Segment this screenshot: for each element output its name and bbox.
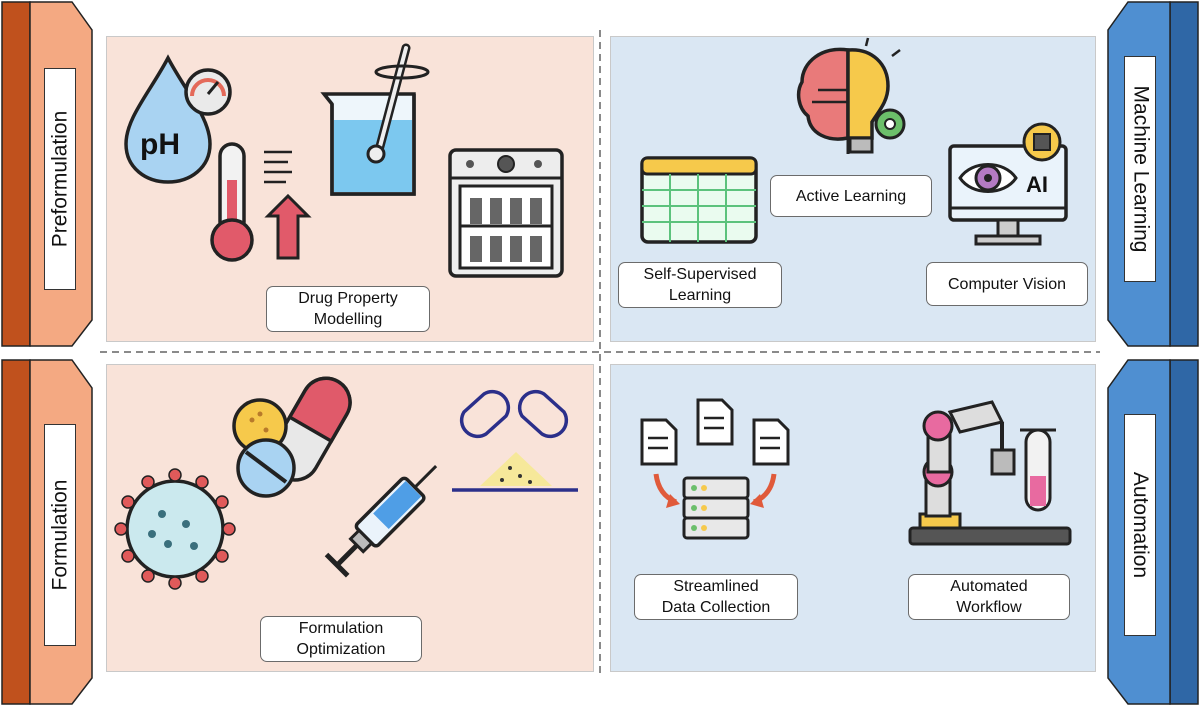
automation-label-box: Automation [1124, 414, 1156, 636]
pills-capsule-icon [232, 376, 352, 498]
thermometer-icon [210, 142, 312, 262]
formulation-label-box: Formulation [44, 424, 76, 646]
spreadsheet-icon [640, 156, 758, 244]
powder-icon [452, 389, 578, 492]
incubator-icon [448, 148, 564, 278]
robot-arm-icon [908, 400, 1072, 546]
ai-text: AI [1026, 172, 1048, 197]
data-server-icon [640, 398, 790, 540]
syringe-icon [324, 465, 438, 578]
computer-vision-label: Computer Vision [926, 262, 1088, 306]
active-learning-label: Active Learning [770, 175, 932, 217]
ph-drop-icon: pH [124, 54, 232, 184]
ph-text: pH [140, 128, 180, 161]
brain-bulb-icon [796, 37, 906, 154]
preformulation-label-box: Preformulation [44, 68, 76, 290]
nanoparticle-icon [114, 468, 236, 590]
beaker-icon [320, 43, 430, 196]
computer-vision-icon: AI [948, 122, 1068, 246]
machine-learning-label-box: Machine Learning [1124, 56, 1156, 282]
